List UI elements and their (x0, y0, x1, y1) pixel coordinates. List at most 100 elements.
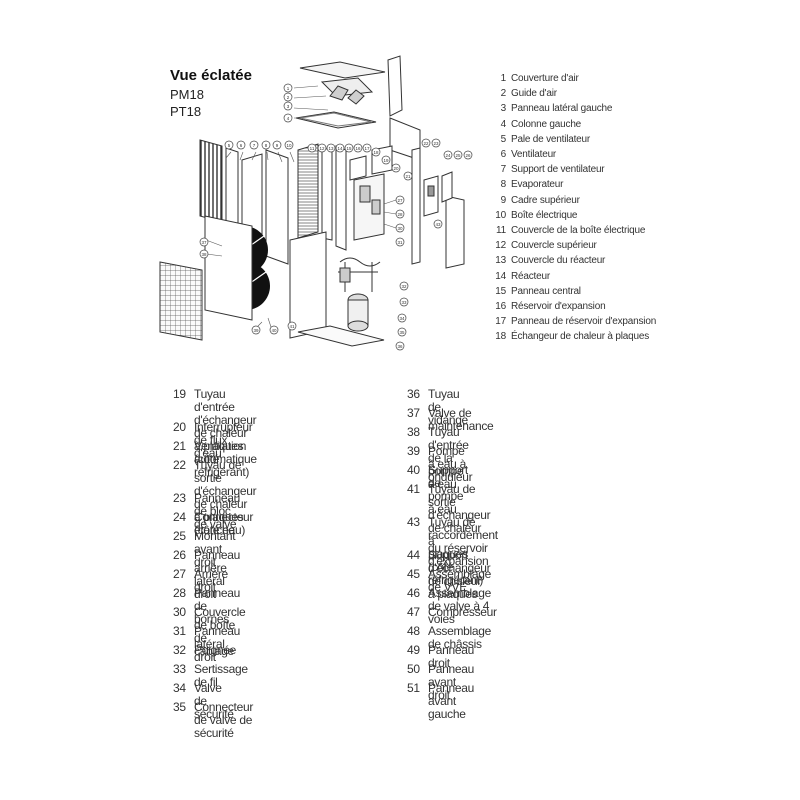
callout-number: 36 (397, 344, 403, 349)
air-guide-part (320, 77, 374, 97)
legend-item-34: 34 Valve de sécurité (173, 682, 234, 721)
legend-text: Pompe à eau à onduleur (428, 444, 473, 484)
legend-item-15: 15 Panneau central (489, 284, 794, 299)
callout-marker: 40 (269, 325, 279, 335)
callout-marker: 39 (251, 325, 261, 335)
callout-number: 32 (401, 284, 407, 289)
legend-number: 21 (173, 439, 186, 453)
callout-number: 14 (337, 146, 343, 151)
legend-text: Assemblage de valve à 4 voies (428, 586, 492, 626)
legend-number: 30 (173, 605, 186, 619)
legend-number: 50 (407, 662, 420, 676)
legend-number: 35 (173, 700, 186, 714)
callout-number: 26 (465, 153, 471, 158)
legend-number: 46 (407, 586, 420, 600)
legend-item-33: 33 Sertissage de fil (173, 663, 248, 689)
callout-marker: 18 (371, 147, 381, 157)
title-block: Vue éclatée PM18 PT18 (170, 66, 252, 120)
legend-number: 47 (407, 605, 420, 619)
callout-marker: 22 (421, 138, 431, 148)
legend-text: Montant avant droit (194, 529, 236, 569)
exploded-view-drawing: 1 2 3 4 5 6 7 8 9 10 11 12 13 14 15 16 1… (159, 55, 473, 351)
legend-text: Guide d'air (511, 88, 557, 100)
legend-text: Ventilation automatique (194, 439, 257, 466)
legend-text: Boîte électrique (511, 209, 578, 221)
callout-number: 28 (397, 212, 403, 217)
legend-text: Valve de sécurité (194, 681, 234, 721)
callout-marker: 43 (433, 219, 443, 229)
legend-text: Tuyau de sortie d'échangeur de chaleur à… (194, 458, 257, 537)
callout-marker: 35 (397, 327, 407, 337)
callout-marker: 33 (399, 297, 409, 307)
callout-number: 27 (397, 198, 403, 203)
legend-text: Panneau central (511, 285, 581, 297)
legend-number: 27 (173, 567, 186, 581)
legend-number: 25 (173, 529, 186, 543)
callout-marker: 30 (395, 223, 405, 233)
callout-number: 1 (287, 86, 290, 91)
callout-marker: 37 (199, 237, 209, 247)
callout-number: 33 (401, 300, 407, 305)
evaporator-part (297, 143, 319, 239)
callout-number: 25 (455, 153, 461, 158)
legend-number: 23 (173, 491, 186, 505)
legend-text: Réservoir d'expansion (511, 300, 606, 312)
legend-number: 34 (173, 681, 186, 695)
legend-text: Valve de maintenance (428, 406, 494, 433)
legend-number: 33 (173, 662, 186, 676)
callout-marker: 2 (283, 92, 293, 102)
legend-text: Poignée (194, 643, 236, 657)
legend-number: 15 (495, 285, 506, 297)
legend-number: 2 (500, 88, 507, 100)
legend-text: Ventilateur (511, 149, 557, 161)
legend-item-26: 26 Panneau arrière latéral droit (173, 549, 240, 601)
legend-number: 43 (407, 515, 420, 529)
callout-marker: 36 (395, 341, 405, 351)
top-right-panel-part (387, 55, 403, 117)
legend-text: Support d'échangeur de chaleur à plaques (428, 548, 491, 601)
legend-number: 14 (495, 270, 506, 282)
callout-marker: 28 (395, 209, 405, 219)
legend-text: Sertissage de fil (194, 662, 248, 689)
callout-number: 30 (397, 226, 403, 231)
legend-number: 49 (407, 643, 420, 657)
legend-text: Interrupteur de flux d'eau (194, 420, 253, 460)
legend-text: Panneau arrière latéral droit (194, 548, 240, 601)
callout-marker: 34 (397, 313, 407, 323)
legend-number: 26 (173, 548, 186, 562)
legend-number: 13 (495, 255, 506, 267)
legend-text: Assemblage de châssis (428, 624, 492, 651)
legend-text: Arrière droit (194, 567, 228, 594)
legend-number: 48 (407, 624, 420, 638)
legend-text: Tuyau de sortie d'échangeur de chaleur à… (428, 482, 491, 587)
callout-number: 12 (319, 146, 325, 151)
callout-number: 7 (253, 143, 256, 148)
callout-marker: 32 (399, 281, 409, 291)
callout-marker: 4 (283, 113, 293, 123)
legend-item-27: 27 Arrière droit (173, 568, 228, 594)
callout-number: 35 (399, 330, 405, 335)
callout-marker: 7 (249, 140, 259, 150)
model-label-pt18: PT18 (170, 104, 202, 119)
legend-number: 51 (407, 681, 420, 695)
legend-number: 45 (407, 567, 420, 581)
legend-number: 17 (495, 316, 506, 328)
callout-number: 16 (355, 146, 361, 151)
callout-number: 41 (289, 324, 295, 329)
callout-marker: 12 (317, 143, 327, 153)
